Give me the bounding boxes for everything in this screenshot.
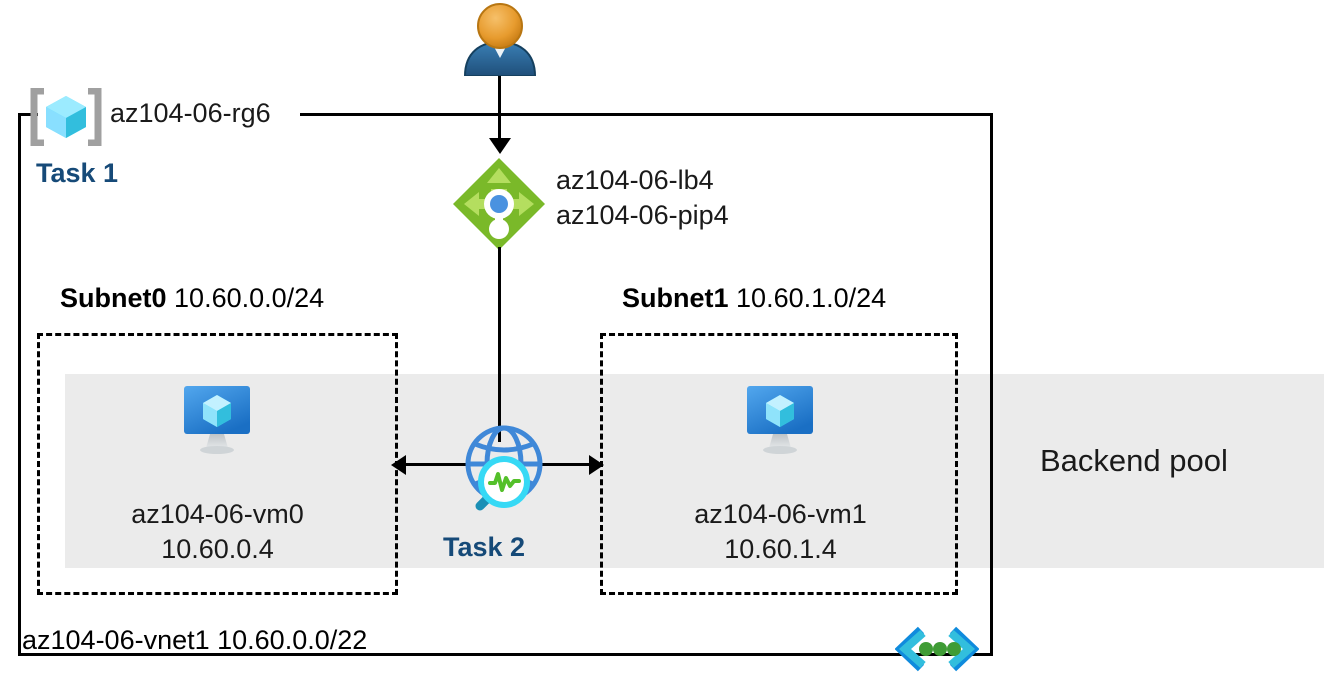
- vm1-ip: 10.60.1.4: [724, 534, 837, 565]
- load-balancer-name: az104-06-lb4: [556, 165, 714, 195]
- resource-group-cube-icon: [30, 87, 102, 147]
- load-balancer-to-network-watcher-line: [498, 247, 501, 442]
- subnet1-name: Subnet1: [622, 283, 729, 313]
- virtual-machine-icon: [740, 382, 820, 458]
- user-to-load-balancer-line: [498, 76, 501, 142]
- user-to-load-balancer-arrowhead: [489, 138, 511, 154]
- load-balancer-diamond-icon: [450, 155, 548, 253]
- task-1-label: Task 1: [36, 158, 119, 188]
- task-2-label: Task 2: [443, 532, 526, 562]
- vnet-label: az104-06-vnet1 10.60.0.0/22: [22, 625, 368, 655]
- subnet1-heading: Subnet1 10.60.1.0/24: [622, 283, 886, 314]
- user-person-icon: [459, 2, 541, 77]
- load-balancer-labels: az104-06-lb4 az104-06-pip4: [556, 163, 729, 232]
- subnet1-arrowhead: [589, 455, 604, 475]
- public-ip-name: az104-06-pip4: [556, 199, 729, 230]
- resource-group-border-bottom: [18, 653, 993, 656]
- backend-pool-band: [65, 374, 1324, 568]
- network-watcher-globe-magnifier-icon: [452, 420, 548, 516]
- virtual-machine-icon: [177, 382, 257, 458]
- subnet0-cidr: 10.60.0.0/24: [174, 283, 325, 313]
- backend-pool-label: Backend pool: [1040, 443, 1228, 478]
- resource-group-border-top-right: [300, 113, 993, 116]
- resource-group-border-top-left: [18, 113, 38, 116]
- resource-group-border-left: [18, 113, 21, 656]
- vm0-name: az104-06-vm0: [131, 499, 304, 529]
- vm0-ip: 10.60.0.4: [161, 534, 274, 565]
- subnet0-arrowhead: [391, 455, 406, 475]
- resource-group-border-right: [990, 113, 993, 656]
- vm1-label: az104-06-vm1 10.60.1.4: [638, 497, 923, 567]
- vm0-label: az104-06-vm0 10.60.0.4: [75, 497, 360, 567]
- vm1-name: az104-06-vm1: [694, 499, 867, 529]
- resource-group-name: az104-06-rg6: [110, 98, 271, 128]
- subnet0-name: Subnet0: [60, 283, 167, 313]
- subnet0-heading: Subnet0 10.60.0.0/24: [60, 283, 324, 314]
- subnet1-cidr: 10.60.1.0/24: [736, 283, 887, 313]
- subnet0-connection-line: [402, 463, 498, 466]
- subnet1-connection-line: [500, 463, 592, 466]
- virtual-network-icon: [894, 626, 980, 672]
